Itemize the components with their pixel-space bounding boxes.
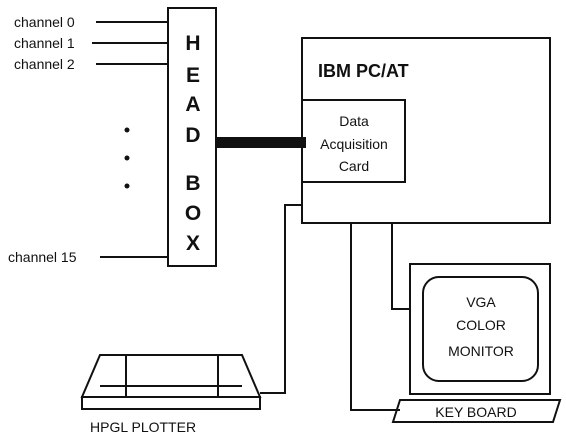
plotter-cable	[260, 205, 302, 393]
data-bus	[216, 137, 306, 148]
monitor-cable	[392, 223, 410, 309]
card-label: Data Acquisition Card	[320, 113, 388, 174]
head-box-letter: E	[186, 64, 200, 87]
head-box-letter: X	[186, 232, 200, 255]
card-label-line: Acquisition	[320, 136, 388, 152]
head-box-letters: H E A D B O X	[185, 32, 201, 255]
channel-2-label: channel 2	[14, 56, 75, 72]
ellipsis-dots	[125, 128, 130, 189]
ibm-pc-title: IBM PC/AT	[318, 61, 409, 81]
channel-15-label: channel 15	[8, 249, 77, 265]
plotter-body	[82, 355, 260, 397]
monitor-label-line: MONITOR	[448, 343, 514, 359]
dot	[125, 128, 130, 133]
monitor-label-line: COLOR	[456, 317, 506, 333]
head-box-letter: B	[185, 172, 200, 195]
keyboard-label: KEY BOARD	[435, 404, 516, 420]
plotter	[82, 355, 260, 409]
card-label-line: Card	[339, 158, 369, 174]
monitor-label-line: VGA	[466, 294, 496, 310]
head-box-letter: H	[185, 32, 200, 55]
monitor-label: VGA COLOR MONITOR	[448, 294, 514, 359]
head-box-letter: D	[185, 124, 200, 147]
head-box-letter: O	[185, 202, 201, 225]
head-box-letter: A	[185, 93, 200, 116]
channel-lines	[92, 22, 168, 257]
plotter-label: HPGL PLOTTER	[90, 419, 196, 435]
channel-0-label: channel 0	[14, 14, 75, 30]
plotter-base	[82, 397, 260, 409]
channel-1-label: channel 1	[14, 35, 75, 51]
dot	[125, 156, 130, 161]
card-label-line: Data	[339, 113, 369, 129]
dot	[125, 184, 130, 189]
